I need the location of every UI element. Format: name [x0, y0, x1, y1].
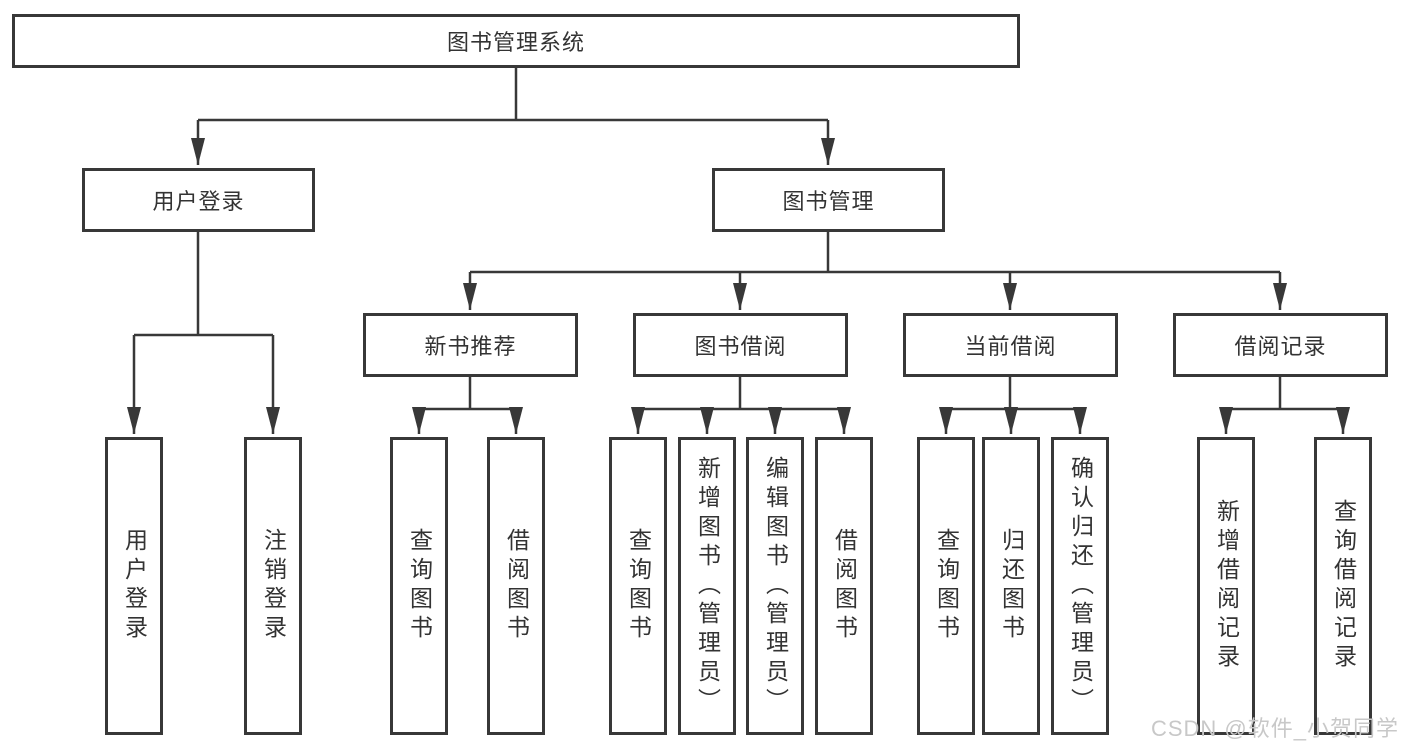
leaf-borrow-books: 借阅图书	[815, 437, 873, 735]
node-book-borrow: 图书借阅	[633, 313, 848, 377]
leaf-borrow-books-recommend-label: 借阅图书	[503, 528, 530, 644]
leaf-query-books-borrow: 查询图书	[609, 437, 667, 735]
node-current-borrow: 当前借阅	[903, 313, 1118, 377]
leaf-query-books-current: 查询图书	[917, 437, 975, 735]
leaf-query-books-current-label: 查询图书	[933, 528, 960, 644]
node-borrow-records: 借阅记录	[1173, 313, 1388, 377]
leaf-user-login-label: 用户登录	[121, 528, 148, 644]
node-book-borrow-label: 图书借阅	[694, 334, 787, 359]
node-new-book-recommend: 新书推荐	[363, 313, 578, 377]
node-borrow-records-label: 借阅记录	[1234, 334, 1327, 359]
node-user-login-label: 用户登录	[152, 189, 245, 214]
leaf-query-books-borrow-label: 查询图书	[625, 528, 652, 644]
node-book-management: 图书管理	[712, 168, 945, 232]
leaf-add-books-admin-label: 新增图书（管理员）	[694, 455, 721, 717]
leaf-query-borrow-record-label: 查询借阅记录	[1330, 499, 1357, 673]
leaf-logout-label: 注销登录	[260, 528, 287, 644]
leaf-edit-books-admin: 编辑图书（管理员）	[746, 437, 804, 735]
leaf-query-books-recommend-label: 查询图书	[406, 528, 433, 644]
leaf-user-login: 用户登录	[105, 437, 163, 735]
leaf-add-books-admin: 新增图书（管理员）	[678, 437, 736, 735]
leaf-return-books-label: 归还图书	[998, 528, 1025, 644]
node-book-management-label: 图书管理	[782, 189, 875, 214]
leaf-confirm-return-admin-label: 确认归还（管理员）	[1067, 455, 1094, 717]
leaf-edit-books-admin-label: 编辑图书（管理员）	[762, 455, 789, 717]
node-root: 图书管理系统	[12, 14, 1020, 68]
leaf-logout: 注销登录	[244, 437, 302, 735]
leaf-return-books: 归还图书	[982, 437, 1040, 735]
leaf-query-books-recommend: 查询图书	[390, 437, 448, 735]
leaf-borrow-books-label: 借阅图书	[831, 528, 858, 644]
leaf-add-borrow-record-label: 新增借阅记录	[1213, 499, 1240, 673]
leaf-query-borrow-record: 查询借阅记录	[1314, 437, 1372, 735]
node-root-label: 图书管理系统	[446, 30, 585, 55]
leaf-borrow-books-recommend: 借阅图书	[487, 437, 545, 735]
leaf-confirm-return-admin: 确认归还（管理员）	[1051, 437, 1109, 735]
node-new-book-recommend-label: 新书推荐	[424, 334, 517, 359]
node-user-login: 用户登录	[82, 168, 315, 232]
leaf-add-borrow-record: 新增借阅记录	[1197, 437, 1255, 735]
node-current-borrow-label: 当前借阅	[964, 334, 1057, 359]
csdn-watermark: CSDN @软件_小贺同学	[1150, 716, 1399, 741]
